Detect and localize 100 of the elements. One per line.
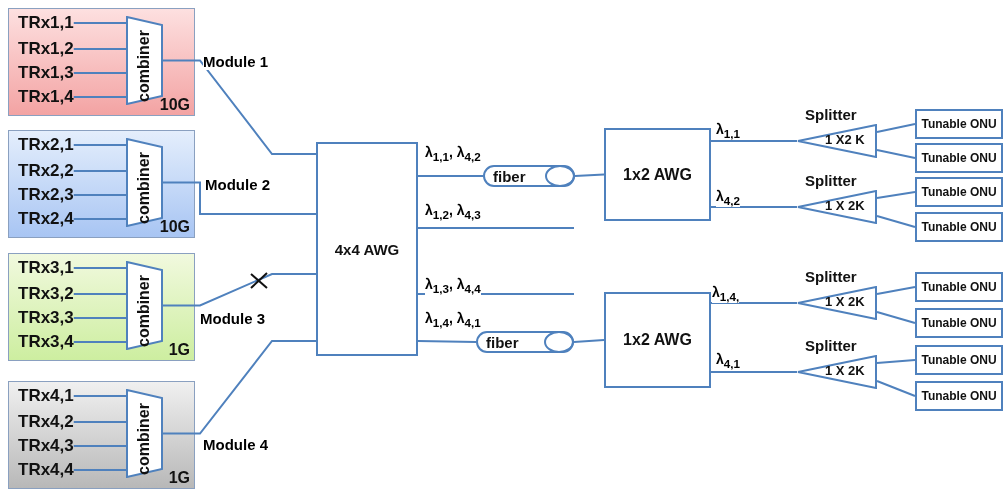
connector-line [876, 123, 916, 133]
connector-line [876, 286, 916, 295]
awg-box: 4x4 AWG [316, 142, 418, 356]
edge-label: λ$_{1,3}$, λ$_{4,4}$ [425, 276, 481, 295]
connector-line [162, 273, 317, 307]
edge-label: Module 3 [200, 310, 265, 327]
transceiver-label: TRx3,3 [18, 308, 74, 328]
splitter-drawing [797, 172, 877, 224]
connector-line [72, 395, 127, 397]
data-rate-label: 10G [159, 218, 190, 236]
combiner-shape [126, 389, 163, 478]
connector-line [417, 340, 477, 343]
connector-line [72, 469, 127, 471]
transceiver-label: TRx4,1 [18, 386, 74, 406]
edge-label: λ$_{1,4}$, λ$_{4,1}$ [425, 310, 481, 329]
splitter-drawing [797, 268, 877, 320]
edge-label: Module 4 [203, 436, 268, 453]
awg-box: 1x2 AWG [604, 128, 711, 221]
onu-box: Tunable ONU [915, 109, 1003, 139]
connector-line [573, 339, 605, 343]
transceiver-label: TRx2,2 [18, 161, 74, 181]
connector-line [72, 445, 127, 447]
splitter-title: Splitter [805, 268, 857, 285]
splitter-drawing [797, 106, 877, 158]
combiner-label: combiner [135, 275, 153, 347]
edge-label: λ$_{4,1}$ [716, 351, 740, 370]
fiber-label: fiber [493, 168, 526, 185]
fiber-spool [476, 331, 574, 353]
onu-box: Tunable ONU [915, 381, 1003, 411]
onu-box: Tunable ONU [915, 345, 1003, 375]
onu-box: Tunable ONU [915, 308, 1003, 338]
module-panel [8, 381, 195, 489]
transceiver-label: TRx2,1 [18, 135, 74, 155]
connector-line [72, 317, 127, 319]
connector-line [417, 175, 484, 177]
transceiver-label: TRx4,3 [18, 436, 74, 456]
combiner-shape [126, 261, 163, 350]
connector-line [710, 302, 798, 304]
fiber-label: fiber [486, 334, 519, 351]
connector-line [72, 293, 127, 295]
splitter-title: Splitter [805, 106, 857, 123]
connector-line [876, 191, 916, 199]
connector-line [72, 22, 127, 24]
transceiver-label: TRx2,4 [18, 209, 74, 229]
onu-box: Tunable ONU [915, 177, 1003, 207]
split-ratio-label: 1 X 2K [825, 363, 865, 378]
edge-label: λ$_{1,1}$, λ$_{4,2}$ [425, 144, 481, 163]
edge-label: Module 1 [203, 53, 268, 70]
combiner-label: combiner [135, 30, 153, 102]
splitter-title: Splitter [805, 337, 857, 354]
transceiver-label: TRx3,1 [18, 258, 74, 278]
connector-line [72, 421, 127, 423]
onu-box: Tunable ONU [915, 212, 1003, 242]
connector-line [574, 173, 605, 177]
connector-line [72, 194, 127, 196]
data-rate-label: 1G [168, 341, 190, 359]
transceiver-label: TRx1,3 [18, 63, 74, 83]
connector-line [72, 96, 127, 98]
connector-line [72, 144, 127, 146]
transceiver-label: TRx2,3 [18, 185, 74, 205]
connector-line [710, 140, 798, 142]
transceiver-label: TRx1,2 [18, 39, 74, 59]
connector-line [162, 340, 317, 435]
connector-line [72, 48, 127, 50]
connector-line [162, 59, 317, 155]
connector-line [876, 380, 916, 397]
data-rate-label: 1G [168, 469, 190, 487]
edge-label: λ$_{1,2}$, λ$_{4,3}$ [425, 202, 481, 221]
connector-line [876, 359, 916, 364]
transceiver-label: TRx1,4 [18, 87, 74, 107]
connector-line [710, 371, 798, 373]
awg-box: 1x2 AWG [604, 292, 711, 388]
connector-line [876, 311, 916, 324]
connector-line [72, 72, 127, 74]
connector-line [162, 181, 317, 215]
connector-line [72, 267, 127, 269]
splitter-drawing [797, 337, 877, 389]
edge-label: λ$_{1,1}$ [716, 121, 740, 140]
transceiver-label: TRx4,2 [18, 412, 74, 432]
connector-line [72, 218, 127, 220]
connector-line [417, 227, 575, 229]
transceiver-label: TRx3,2 [18, 284, 74, 304]
onu-box: Tunable ONU [915, 272, 1003, 302]
split-ratio-label: 1 X2 K [825, 132, 865, 147]
connector-line [72, 341, 127, 343]
connector-line [876, 149, 916, 159]
module-panel [8, 253, 195, 361]
edge-label: λ$_{1,4,}$ [712, 284, 740, 303]
splitter-title: Splitter [805, 172, 857, 189]
module-panel [8, 130, 195, 238]
combiner-label: combiner [135, 152, 153, 224]
split-ratio-label: 1 X 2K [825, 198, 865, 213]
module-panel [8, 8, 195, 116]
edge-label: λ$_{4,2}$ [716, 188, 740, 207]
connector-line [710, 206, 798, 208]
transceiver-label: TRx4,4 [18, 460, 74, 480]
connector-line [876, 215, 916, 228]
edge-label: Module 2 [205, 176, 270, 193]
data-rate-label: 10G [159, 96, 190, 114]
fiber-spool [483, 165, 575, 187]
